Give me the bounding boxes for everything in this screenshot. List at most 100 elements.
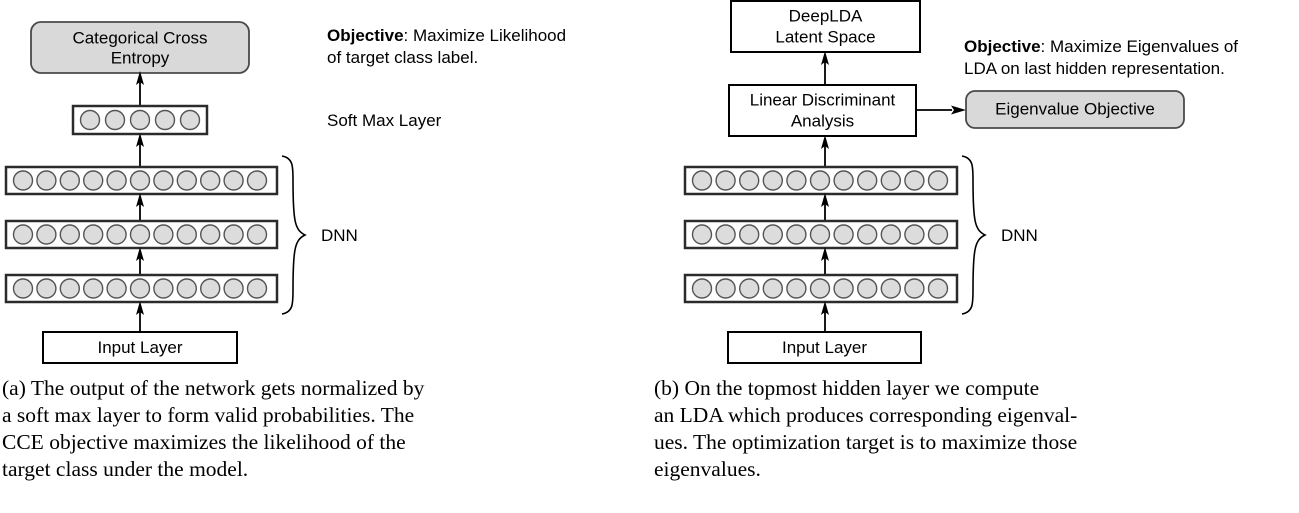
hidden-unit (246, 170, 268, 191)
svg-text:Objective: Maximize Eigenvalue: Objective: Maximize Eigenvalues of (964, 37, 1238, 56)
network-diagrams-svg: Categorical Cross Entropy (4, 0, 1238, 364)
input-layer-label: Input Layer (97, 338, 182, 357)
arrow-hidden1-to-hidden2 (136, 247, 144, 275)
hidden-layer-2 (4, 219, 279, 250)
softmax-side-label: Soft Max Layer (327, 111, 442, 130)
hidden-unit (199, 224, 221, 245)
svg-text:Objective: Maximize Likelihood: Objective: Maximize Likelihood (327, 26, 566, 45)
arrow-hidden2-to-hidden3 (821, 193, 829, 221)
cce-box-line1: Categorical Cross (72, 28, 207, 47)
hidden-unit (762, 224, 783, 245)
hidden-unit (904, 170, 925, 191)
objective-bold-prefix: Objective (327, 26, 404, 45)
objective-line2: LDA on last hidden representation. (964, 59, 1225, 78)
hidden-unit (246, 224, 268, 245)
hidden-unit (691, 224, 713, 245)
caption-a-line1: (a) The output of the network gets norma… (2, 376, 425, 400)
arrow-hidden3-to-lda (821, 135, 829, 167)
arrow-input-to-hidden1 (821, 301, 829, 331)
objective-rest-line1: : Maximize Eigenvalues of (1041, 37, 1239, 56)
caption-b-line1: (b) On the topmost hidden layer we compu… (654, 376, 1040, 400)
hidden-unit (36, 278, 57, 299)
hidden-unit (59, 224, 81, 245)
objective-bold-prefix: Objective (964, 37, 1041, 56)
hidden-unit (833, 278, 854, 299)
hidden-unit (106, 224, 127, 245)
hidden-unit (691, 278, 713, 299)
hidden-unit (762, 170, 783, 191)
hidden-unit (12, 278, 34, 299)
objective-rest-line1: : Maximize Likelihood (404, 26, 567, 45)
arrow-hidden2-to-hidden3 (136, 193, 144, 221)
cce-box-line2: Entropy (111, 48, 170, 67)
arrow-input-to-hidden1 (136, 301, 144, 331)
deeplda-box: DeepLDA Latent Space (730, 0, 921, 53)
softmax-unit (79, 109, 101, 131)
arrow-softmax-to-cce (136, 71, 144, 105)
hidden-unit (880, 224, 901, 245)
hidden-unit (176, 224, 198, 245)
hidden-unit (715, 224, 736, 245)
hidden-unit (691, 170, 713, 191)
input-layer-label: Input Layer (782, 338, 867, 357)
hidden-unit (36, 170, 57, 191)
arrow-hidden1-to-hidden2 (821, 247, 829, 275)
deeplda-box-line1: DeepLDA (789, 6, 863, 25)
panel-a-diagram: Categorical Cross Entropy (4, 21, 566, 364)
objective-line2: of target class label. (327, 48, 478, 67)
hidden-unit (786, 278, 807, 299)
softmax-unit (154, 109, 176, 131)
hidden-unit (223, 224, 244, 245)
caption-a: (a) The output of the network gets norma… (2, 375, 622, 483)
hidden-unit (106, 170, 127, 191)
hidden-unit (199, 170, 221, 191)
hidden-unit (739, 170, 760, 191)
hidden-layer-3 (4, 165, 279, 196)
caption-b: (b) On the topmost hidden layer we compu… (654, 375, 1284, 483)
hidden-unit (129, 278, 151, 299)
hidden-unit (223, 278, 244, 299)
hidden-unit (246, 278, 268, 299)
arrow-lda-to-deeplda (821, 51, 829, 84)
hidden-unit (59, 278, 81, 299)
dnn-brace: DNN (961, 155, 1038, 315)
hidden-unit (786, 170, 807, 191)
hidden-unit (715, 170, 736, 191)
hidden-unit (809, 170, 831, 191)
hidden-unit (82, 170, 104, 191)
input-layer-box: Input Layer (727, 331, 922, 364)
eigenvalue-objective-label: Eigenvalue Objective (995, 99, 1155, 118)
hidden-unit (927, 224, 949, 245)
softmax-unit (104, 109, 126, 131)
hidden-unit (927, 278, 949, 299)
hidden-unit (739, 224, 760, 245)
hidden-unit (153, 224, 174, 245)
hidden-unit (833, 224, 854, 245)
hidden-unit (12, 224, 34, 245)
hidden-unit (199, 278, 221, 299)
hidden-layer-1 (4, 273, 279, 304)
caption-a-line3: CCE objective maximizes the likelihood o… (2, 430, 406, 454)
hidden-unit (809, 278, 831, 299)
softmax-unit (179, 109, 201, 131)
hidden-unit (880, 170, 901, 191)
caption-b-line2: an LDA which produces corresponding eige… (654, 403, 1078, 427)
input-layer-box: Input Layer (42, 331, 238, 364)
hidden-unit (36, 224, 57, 245)
arrow-hidden3-to-softmax (136, 133, 144, 167)
hidden-unit (857, 278, 878, 299)
eigenvalue-objective-box: Eigenvalue Objective (965, 90, 1185, 129)
dnn-label: DNN (321, 226, 358, 245)
lda-box-line2: Analysis (791, 111, 854, 130)
hidden-unit (809, 224, 831, 245)
dnn-label: DNN (1001, 226, 1038, 245)
hidden-unit (833, 170, 854, 191)
hidden-unit (176, 278, 198, 299)
cce-box: Categorical Cross Entropy (30, 21, 250, 74)
caption-a-line2: a soft max layer to form valid probabili… (2, 403, 415, 427)
hidden-unit (129, 170, 151, 191)
deeplda-box-line2: Latent Space (775, 27, 875, 46)
hidden-unit (786, 224, 807, 245)
hidden-unit (715, 278, 736, 299)
hidden-layer-2 (683, 219, 959, 250)
